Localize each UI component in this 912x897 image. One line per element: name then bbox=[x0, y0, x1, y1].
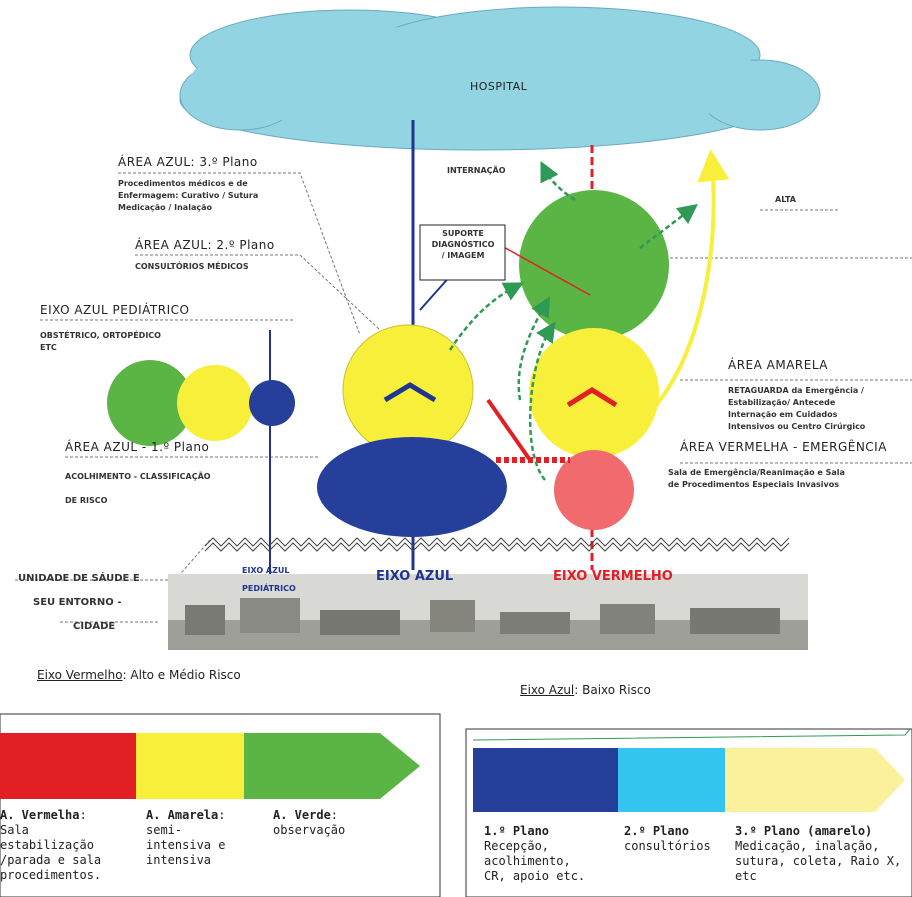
wavy-divider bbox=[204, 537, 790, 552]
area-azul-1-ellipse bbox=[317, 437, 507, 537]
alta-label: ALTA bbox=[775, 195, 796, 204]
eixo-azul-label: EIXO AZUL bbox=[376, 569, 454, 584]
pediatric-blue-circle bbox=[249, 380, 295, 426]
legend-amarela: A. Amarela:semi- intensiva e intensiva bbox=[146, 808, 226, 867]
area-azul-1-title: ÁREA AZUL - 1.º Plano bbox=[65, 440, 210, 454]
area-azul-2-desc: CONSULTÓRIOS MÉDICOS bbox=[135, 262, 249, 271]
legend-right-arrow bbox=[473, 748, 905, 812]
eixo-vermelho-label: EIXO VERMELHO bbox=[553, 569, 673, 584]
area-azul-3-circle bbox=[342, 324, 474, 456]
legend-left-arrow bbox=[0, 733, 420, 799]
city-photo-strip bbox=[168, 574, 808, 650]
area-amarela-desc: RETAGUARDA da Emergência /Estabilização/… bbox=[728, 386, 866, 431]
legend-vermelha: A. Vermelha:Sala estabilização /parada e… bbox=[0, 808, 102, 882]
pediatric-green-circle bbox=[107, 360, 193, 446]
area-amarela-title: ÁREA AMARELA bbox=[728, 358, 829, 372]
hospital-label: HOSPITAL bbox=[470, 80, 528, 93]
red-area-circle bbox=[554, 450, 634, 530]
eixo-pediatrico-title: EIXO AZUL PEDIÁTRICO bbox=[40, 303, 190, 317]
area-azul-2-title: ÁREA AZUL: 2.º Plano bbox=[135, 238, 275, 252]
internacao-label: INTERNAÇÃO bbox=[447, 166, 506, 175]
note-eixo-vermelho: Eixo Vermelho: Alto e Médio Risco bbox=[37, 668, 241, 682]
legend-verde: A. Verde:observação bbox=[273, 808, 346, 837]
area-azul-3-title: ÁREA AZUL: 3.º Plano bbox=[118, 155, 258, 169]
note-eixo-azul: Eixo Azul: Baixo Risco bbox=[520, 683, 651, 697]
green-area-circle bbox=[519, 190, 669, 340]
suporte-box bbox=[419, 224, 506, 281]
pediatric-yellow-circle bbox=[177, 365, 253, 441]
legend-plano-3: 3.º Plano (amarelo)Medicação, inalação, … bbox=[735, 824, 902, 883]
area-vermelha-title: ÁREA VERMELHA - EMERGÊNCIA bbox=[680, 440, 887, 454]
